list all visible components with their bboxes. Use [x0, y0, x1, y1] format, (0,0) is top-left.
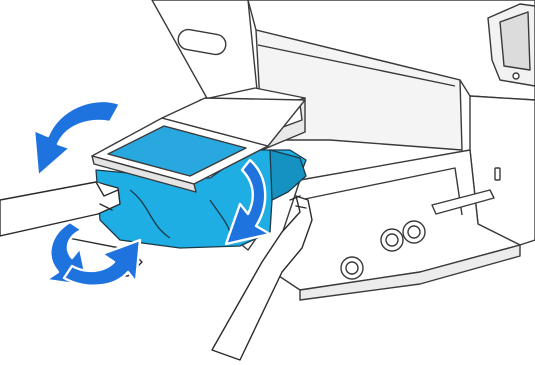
tray-button-3-inner — [346, 262, 358, 274]
control-panel-screen — [500, 12, 530, 70]
side-indicator — [495, 168, 500, 180]
printer-right-side — [470, 96, 535, 245]
panel-button — [513, 73, 519, 79]
tray-button-1-inner — [386, 234, 398, 246]
tray-button-2-inner — [408, 226, 420, 238]
